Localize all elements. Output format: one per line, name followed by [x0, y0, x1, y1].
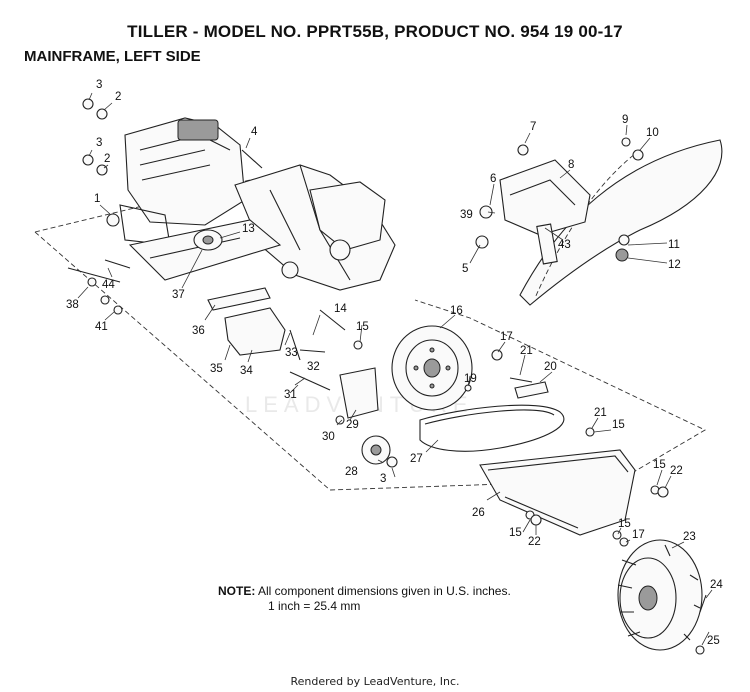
callout-35: 35 — [210, 363, 223, 375]
housing-34 — [224, 307, 286, 356]
callout-15: 15 — [618, 518, 631, 530]
callout-17: 17 — [500, 331, 513, 343]
callout-31: 31 — [284, 389, 297, 401]
callout-21: 21 — [520, 345, 533, 357]
callout-11: 11 — [668, 239, 680, 251]
callout-15: 15 — [509, 527, 522, 539]
callout-22: 22 — [528, 536, 541, 548]
callout-9: 9 — [622, 114, 628, 126]
callout-37: 37 — [172, 289, 185, 301]
callout-27: 27 — [410, 453, 423, 465]
depth-bracket — [499, 159, 629, 265]
callout-14: 14 — [334, 303, 347, 315]
callout-28: 28 — [345, 466, 358, 478]
bracket-36 — [207, 287, 271, 311]
hardware — [67, 98, 707, 655]
callout-21: 21 — [594, 407, 607, 419]
callout-23: 23 — [683, 531, 696, 543]
callout-32: 32 — [307, 361, 320, 373]
page-title: TILLER - MODEL NO. PPRT55B, PRODUCT NO. … — [127, 22, 623, 41]
callout-5: 5 — [462, 263, 468, 275]
belt-cover — [479, 449, 636, 536]
assembly-outline — [34, 231, 706, 491]
callout-13: 13 — [242, 223, 255, 235]
dimension-note: NOTE: All component dimensions given in … — [218, 584, 511, 614]
drive-belt — [419, 404, 565, 452]
callout-30: 30 — [322, 431, 335, 443]
page-subtitle: MAINFRAME, LEFT SIDE — [24, 48, 201, 65]
note-label: NOTE: — [218, 584, 256, 598]
callout-15: 15 — [612, 419, 625, 431]
drive-pulley — [391, 325, 473, 411]
callout-34: 34 — [240, 365, 253, 377]
wheel-tire — [617, 539, 703, 651]
engine-pulley — [193, 229, 223, 251]
callout-36: 36 — [192, 325, 205, 337]
callout-15: 15 — [653, 459, 666, 471]
callout-19: 19 — [464, 373, 477, 385]
callout-3: 3 — [96, 137, 102, 149]
callout-17: 17 — [632, 529, 645, 541]
callout-4: 4 — [251, 126, 258, 138]
callout-24: 24 — [710, 579, 723, 591]
callout-12: 12 — [668, 259, 681, 271]
callout-29: 29 — [346, 419, 359, 431]
callout-22: 22 — [670, 465, 683, 477]
engine — [119, 117, 246, 246]
callout-41: 41 — [95, 321, 108, 333]
callout-43: 43 — [558, 239, 571, 251]
callout-16: 16 — [450, 305, 463, 317]
callout-20: 20 — [544, 361, 557, 373]
callout-labels: 3 2 3 2 1 4 13 37 44 38 41 36 35 34 33 3… — [66, 79, 723, 647]
callout-2: 2 — [104, 153, 110, 165]
callout-1: 1 — [94, 193, 100, 205]
callout-25: 25 — [707, 635, 720, 647]
callout-8: 8 — [568, 159, 574, 171]
callout-38: 38 — [66, 299, 79, 311]
callout-39: 39 — [460, 209, 473, 221]
idler-pulley — [361, 435, 391, 465]
footer-credit: Rendered by LeadVenture, Inc. — [290, 675, 460, 688]
callout-6: 6 — [490, 173, 496, 185]
callout-15: 15 — [356, 321, 369, 333]
callout-26: 26 — [472, 507, 485, 519]
callout-3: 3 — [380, 473, 386, 485]
callout-44: 44 — [102, 279, 115, 291]
callout-3: 3 — [96, 79, 102, 91]
callout-33: 33 — [285, 347, 298, 359]
note-line-1: All component dimensions given in U.S. i… — [258, 584, 511, 598]
callout-2: 2 — [115, 91, 121, 103]
callout-10: 10 — [646, 127, 659, 139]
transmission-housing — [234, 164, 396, 291]
note-line-2: 1 inch = 25.4 mm — [268, 599, 361, 613]
idler-bracket — [339, 367, 379, 419]
callout-7: 7 — [530, 121, 536, 133]
leader-lines — [77, 92, 713, 646]
